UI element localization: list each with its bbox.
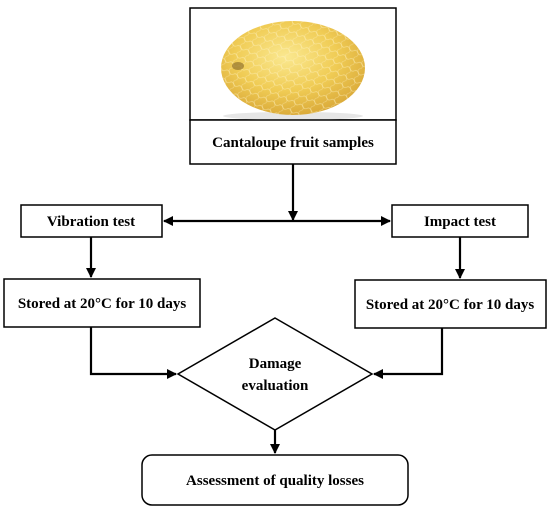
- damage-label-line2: evaluation: [242, 378, 309, 394]
- stored-left-node: Stored at 20°C for 10 days: [3, 278, 201, 328]
- stored-right-label: Stored at 20°C for 10 days: [366, 297, 535, 313]
- connectors: [86, 164, 465, 454]
- assessment-label: Assessment of quality losses: [186, 473, 364, 489]
- stored-left-to-damage-arrow: [89, 327, 177, 379]
- impact-node: Impact test: [391, 204, 529, 238]
- fruit-image-box: [189, 7, 397, 121]
- stored-left-label: Stored at 20°C for 10 days: [18, 296, 187, 312]
- vibration-node: Vibration test: [20, 204, 163, 238]
- cantaloupe-icon: [221, 21, 365, 120]
- damage-node: Damage evaluation: [176, 317, 374, 431]
- impact-label: Impact test: [424, 214, 496, 230]
- damage-label-line1: Damage: [249, 356, 302, 372]
- stored-right-node: Stored at 20°C for 10 days: [354, 279, 547, 329]
- samples-node: Cantaloupe fruit samples: [189, 119, 397, 165]
- vibration-label: Vibration test: [47, 214, 135, 230]
- stored-right-to-damage-arrow: [373, 328, 444, 379]
- samples-label: Cantaloupe fruit samples: [212, 135, 374, 151]
- assessment-node: Assessment of quality losses: [141, 454, 409, 506]
